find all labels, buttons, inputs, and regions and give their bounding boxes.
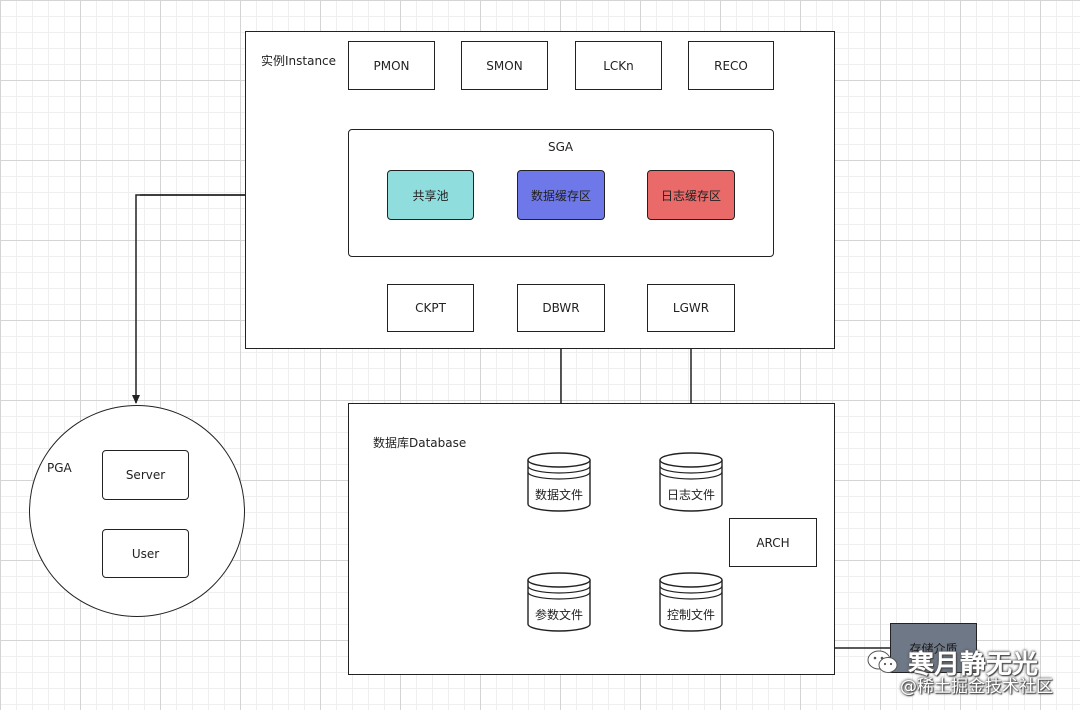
process-lckn[interactable]: LCKn [575, 41, 662, 90]
shared-pool-box[interactable]: 共享池 [387, 170, 474, 220]
lgwr-box[interactable]: LGWR [647, 284, 735, 332]
param-file-cylinder[interactable] [526, 570, 592, 634]
param-file-label: 参数文件 [534, 608, 583, 622]
watermark-author: 寒月静无光 [908, 650, 1039, 680]
process-pmon[interactable]: PMON [348, 41, 435, 90]
pga-title: PGA [47, 461, 72, 475]
ckpt-box[interactable]: CKPT [387, 284, 474, 332]
wechat-icon [867, 650, 898, 673]
database-title: 数据库Database [373, 436, 467, 450]
control-file-label: 控制文件 [666, 608, 715, 622]
storage-box[interactable]: 存储介质 [890, 623, 977, 673]
log-file-cylinder[interactable] [658, 450, 724, 514]
data-file-cylinder[interactable] [526, 450, 592, 514]
pga-circle [29, 405, 245, 617]
user-box[interactable]: User [102, 529, 189, 578]
control-file-cylinder[interactable] [658, 570, 724, 634]
process-reco[interactable]: RECO [688, 41, 774, 90]
log-file-label: 日志文件 [666, 488, 715, 502]
arch-box[interactable]: ARCH [729, 518, 817, 567]
dbwr-box[interactable]: DBWR [517, 284, 605, 332]
data-buffer-box[interactable]: 数据缓存区 [517, 170, 605, 220]
instance-title: 实例Instance [261, 54, 337, 68]
log-buffer-box[interactable]: 日志缓存区 [647, 170, 735, 220]
data-file-label: 数据文件 [534, 488, 583, 502]
sga-title: SGA [548, 140, 574, 154]
process-smon[interactable]: SMON [461, 41, 548, 90]
watermark-source: @稀土掘金技术社区 [900, 677, 1053, 697]
server-box[interactable]: Server [102, 450, 189, 500]
